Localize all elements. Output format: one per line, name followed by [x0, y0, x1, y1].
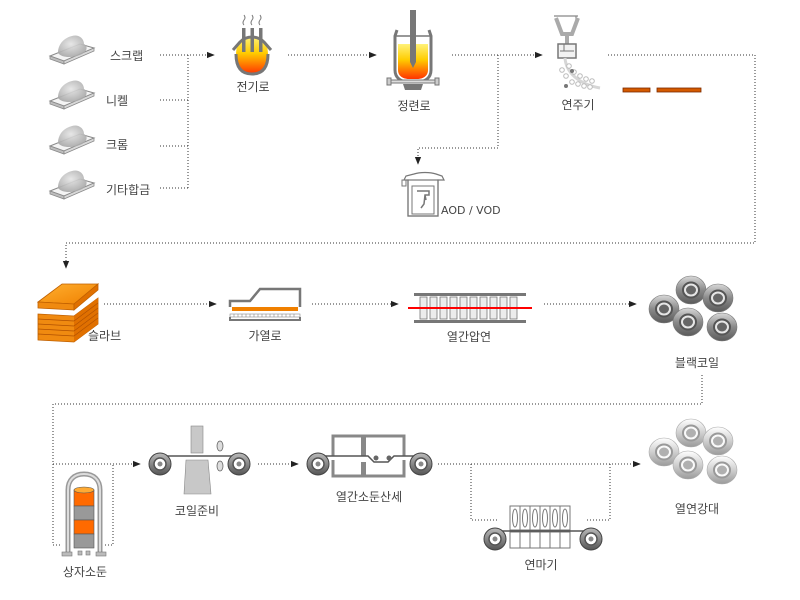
label-scrap: 스크랩	[110, 49, 144, 63]
connector-grinding-loop-right	[585, 464, 611, 521]
white-coil-stack-icon	[648, 418, 738, 485]
slab-stack-icon	[36, 283, 100, 343]
label-continuous-caster: 연주기	[561, 98, 595, 112]
annealing-pickling-line-icon	[306, 434, 433, 478]
box-annealing-furnace-icon	[61, 471, 107, 557]
raw-material-nickel	[49, 79, 95, 110]
label-refining-furnace: 정련로	[397, 99, 431, 113]
coil-preparation-icon	[148, 425, 251, 495]
label-hot-band: 열연강대	[674, 502, 720, 516]
label-grinding: 연마기	[524, 558, 558, 572]
aod-vod-vessel-icon	[401, 171, 445, 217]
raw-material-pile-icon	[49, 79, 95, 110]
connector-caster-slab	[62, 54, 756, 269]
black-coil-stack-icon	[648, 275, 738, 342]
label-box-annealing: 상자소둔	[62, 565, 108, 579]
raw-material-alloy	[49, 169, 95, 200]
label-other-alloy: 기타합금	[106, 183, 151, 197]
cast-slab-bar-1	[622, 87, 651, 93]
label-chrome: 크롬	[106, 138, 129, 152]
label-annealing-pickling: 열간소둔산세	[335, 490, 403, 504]
connector-blackcoil-down	[52, 375, 703, 546]
label-reheating-furnace: 가열로	[248, 329, 282, 343]
cast-slab-bar-2	[656, 87, 702, 93]
connector-boxanneal-right	[105, 464, 114, 546]
label-electric-arc-furnace: 전기로	[236, 80, 270, 94]
connectors	[52, 51, 756, 546]
raw-material-chrome	[49, 124, 95, 155]
connector-grinding-loop	[470, 464, 497, 521]
label-aod-vod: AOD / VOD	[441, 204, 501, 217]
label-black-coil: 블랙코일	[674, 356, 720, 370]
refining-furnace-icon	[386, 10, 440, 90]
reheating-furnace-icon	[228, 287, 302, 321]
connector-refining-aod	[414, 55, 499, 165]
electric-arc-furnace-icon	[231, 14, 273, 76]
label-coil-preparation: 코일준비	[174, 504, 220, 518]
raw-material-pile-icon	[49, 34, 95, 65]
raw-material-pile-icon	[49, 169, 95, 200]
label-hot-rolling: 열간압연	[446, 330, 492, 344]
continuous-caster-icon	[554, 15, 601, 90]
label-nickel: 니켈	[106, 94, 129, 108]
raw-material-pile-icon	[49, 124, 95, 155]
raw-material-scrap	[49, 34, 95, 65]
grinding-machine-icon	[483, 505, 603, 551]
hot-rolling-mill-icon	[408, 293, 532, 323]
label-slab: 슬라브	[88, 329, 122, 343]
